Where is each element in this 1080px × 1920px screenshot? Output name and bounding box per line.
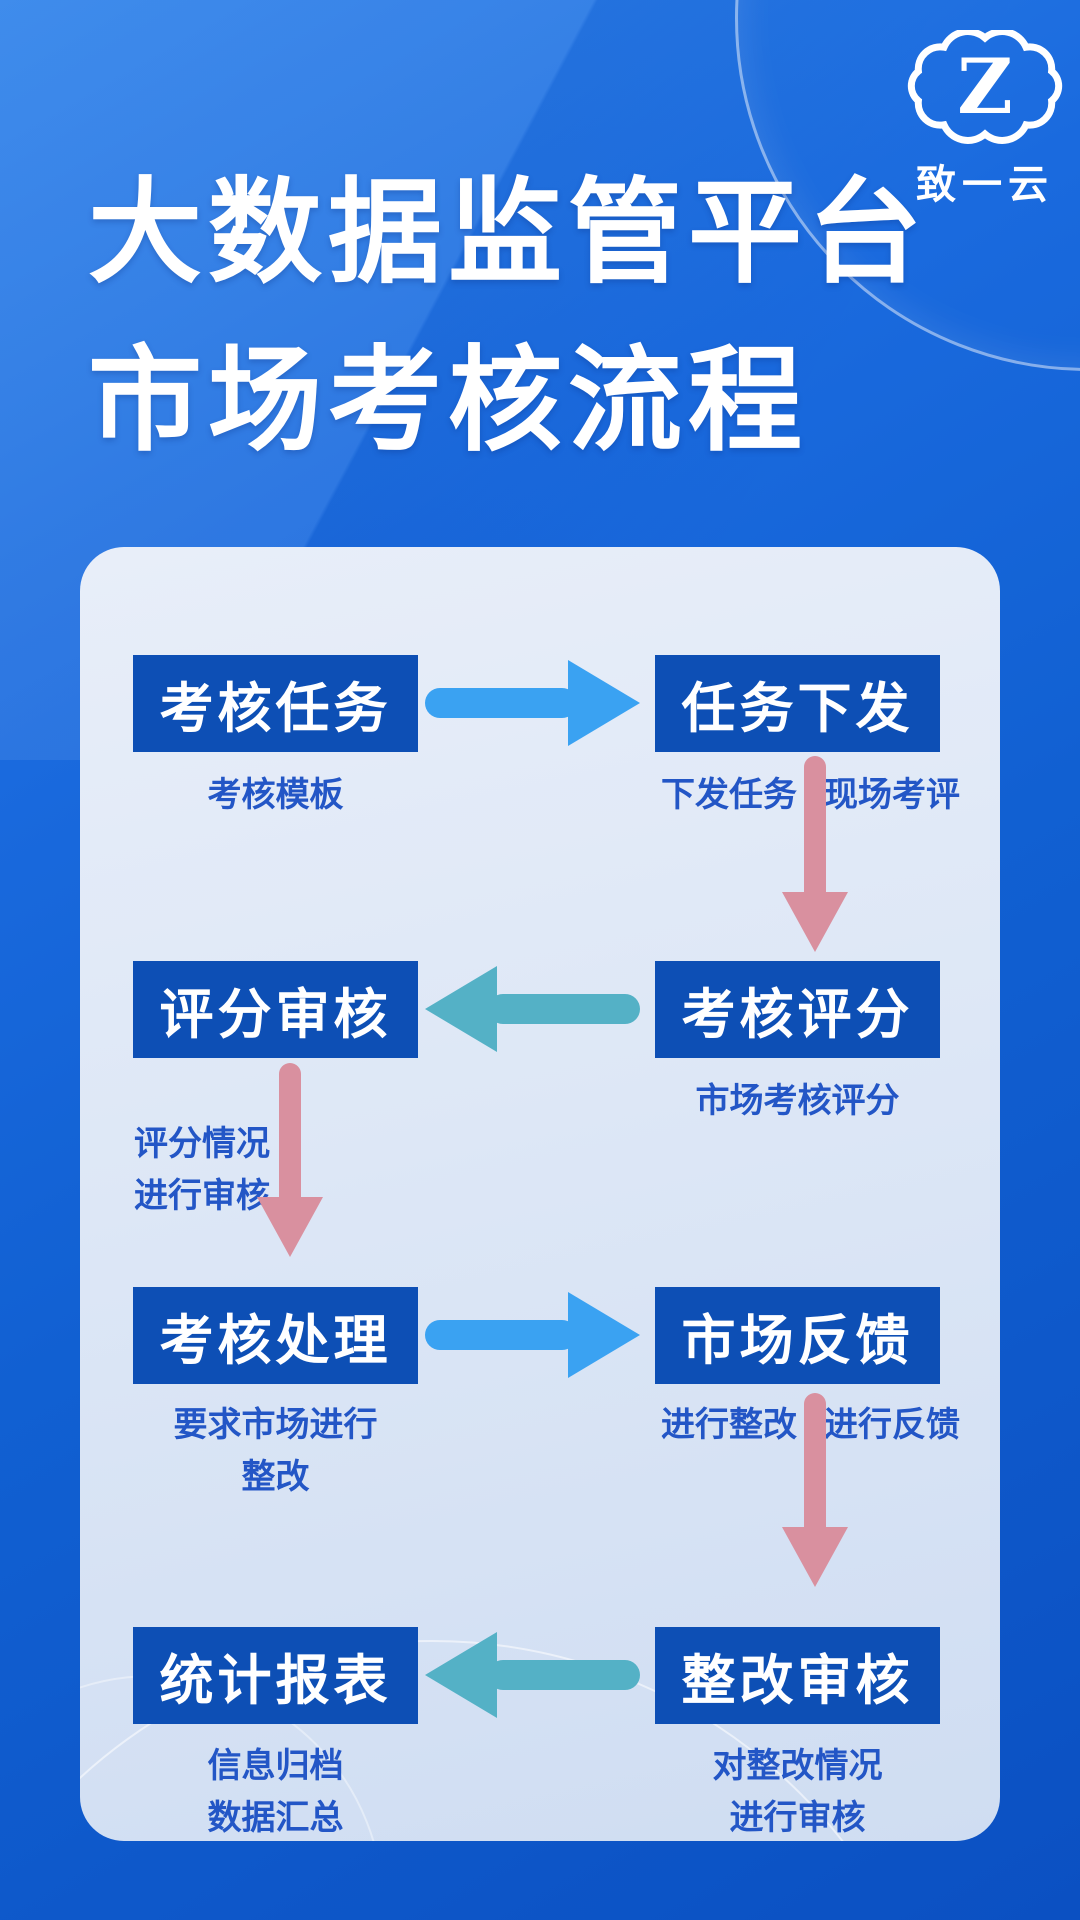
note-line: 数据汇总	[207, 1799, 344, 1837]
note-line: 要求市场进行	[173, 1406, 378, 1444]
note-market-assessment-scoring: 市场考核评分	[695, 1082, 900, 1120]
note-line: 进行审核	[134, 1177, 270, 1215]
page-title: 大数据监管平台 市场考核流程	[88, 150, 928, 486]
note-line: 对整改情况	[712, 1747, 883, 1785]
arrow-down-icon	[257, 1063, 323, 1257]
arrow-tail	[279, 1063, 301, 1203]
note-line: 进行审核	[729, 1799, 866, 1837]
arrow-head	[568, 660, 640, 746]
note-line: 信息归档	[207, 1747, 344, 1785]
arrow-tail	[488, 994, 640, 1024]
arrow-head	[425, 966, 497, 1052]
note-onsite-evaluation: 现场考评	[824, 776, 960, 814]
flow-box-statistics-report: 统计报表	[133, 1627, 418, 1724]
flow-box-score-review: 评分审核	[133, 961, 418, 1058]
note-require-rectification: 要求市场进行 整改	[133, 1399, 418, 1503]
note-line: 整改	[241, 1458, 310, 1496]
page-title-line1: 大数据监管平台	[88, 170, 929, 297]
arrow-down-icon	[782, 1393, 848, 1587]
note-give-feedback: 进行反馈	[824, 1406, 960, 1444]
note-do-rectification: 进行整改	[661, 1406, 797, 1444]
logo-monogram: Z	[957, 42, 1012, 131]
note-line: 评分情况	[134, 1125, 270, 1163]
flow-box-task-dispatch: 任务下发	[655, 655, 940, 752]
arrow-left-icon	[425, 1632, 640, 1718]
flow-box-assessment-handling: 考核处理	[133, 1287, 418, 1384]
arrow-tail	[804, 1393, 826, 1533]
arrow-tail	[488, 1660, 640, 1690]
flow-box-market-feedback: 市场反馈	[655, 1287, 940, 1384]
arrow-head	[568, 1292, 640, 1378]
arrow-left-icon	[425, 966, 640, 1052]
arrow-head	[425, 1632, 497, 1718]
flow-box-rectification-review: 整改审核	[655, 1627, 940, 1724]
flow-box-assessment-task: 考核任务	[133, 655, 418, 752]
note-score-status: 评分情况 进行审核	[134, 1118, 270, 1222]
note-assessment-template: 考核模板	[207, 776, 344, 814]
cloud-logo-icon: Z	[907, 30, 1063, 144]
arrow-tail	[804, 756, 826, 898]
arrow-head	[782, 1527, 848, 1587]
flow-box-assessment-scoring: 考核评分	[655, 961, 940, 1058]
brand-logo: Z 致一云	[905, 30, 1065, 210]
arrow-right-icon	[425, 660, 640, 746]
note-dispatch-task: 下发任务	[661, 776, 797, 814]
flow-card: 考核任务 任务下发 考核模板 下发任务 现场考评 评分审核 考核评分 市场考核评…	[80, 547, 1000, 1841]
arrow-right-icon	[425, 1292, 640, 1378]
arrow-tail	[425, 688, 577, 718]
note-review-rectification: 对整改情况 进行审核	[655, 1740, 940, 1841]
page-title-line2: 市场考核流程	[88, 338, 809, 465]
arrow-head	[782, 892, 848, 952]
note-archive-summary: 信息归档 数据汇总	[133, 1740, 418, 1841]
arrow-tail	[425, 1320, 577, 1350]
arrow-down-icon	[782, 756, 848, 952]
arrow-head	[257, 1197, 323, 1257]
brand-name: 致一云	[916, 163, 1054, 207]
